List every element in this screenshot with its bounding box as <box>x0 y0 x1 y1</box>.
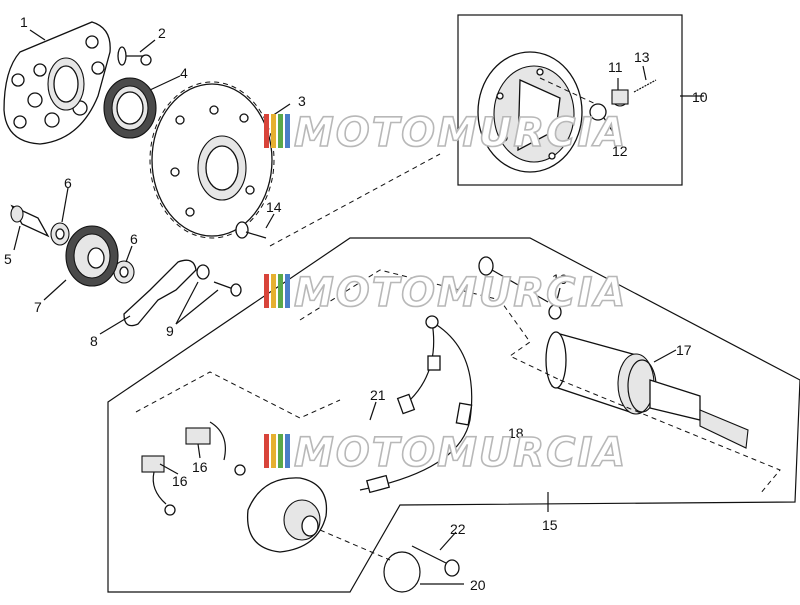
label-21: 21 <box>370 387 386 403</box>
watermark-text-middle: MOTOMURCIA <box>294 270 627 316</box>
label-20: 20 <box>470 577 486 593</box>
part-9-washer <box>196 264 210 280</box>
label-13: 13 <box>634 49 650 65</box>
leader-lines <box>13 29 704 585</box>
part-18-bolt <box>478 256 549 303</box>
label-15: 15 <box>542 517 558 533</box>
watermark-text-bottom: MOTOMURCIA <box>294 430 627 476</box>
part-19-washer <box>548 304 562 320</box>
part-21-cable <box>359 315 473 494</box>
part-16-brush-right <box>185 421 246 476</box>
label-22: 22 <box>450 521 466 537</box>
label-9: 9 <box>166 323 174 339</box>
part-20-o-ring <box>383 551 421 593</box>
part-10-one-way-clutch <box>477 51 583 173</box>
starter-motor-group-frame <box>107 237 800 593</box>
label-18: 18 <box>508 425 524 441</box>
brush-outline <box>135 371 341 419</box>
part-8-bracket <box>123 259 197 327</box>
label-8: 8 <box>90 333 98 349</box>
label-7: 7 <box>34 299 42 315</box>
label-3: 3 <box>298 93 306 109</box>
label-6-upper: 6 <box>64 175 72 191</box>
part-14-bolt <box>235 221 267 239</box>
starter-end-cover <box>246 477 328 553</box>
part-9-bolt <box>213 281 242 297</box>
part-3-starter-ring-gear <box>149 81 275 239</box>
label-6-lower: 6 <box>130 231 138 247</box>
part-17-starter-motor <box>545 331 749 449</box>
watermark-top: MOTOMURCIA <box>264 109 627 157</box>
label-14: 14 <box>266 199 282 215</box>
label-1: 1 <box>20 14 28 30</box>
part-1-plate <box>3 21 111 145</box>
label-2: 2 <box>158 25 166 41</box>
part-4-needle-bearing <box>103 77 157 139</box>
watermark-bottom: MOTOMURCIA <box>264 429 627 477</box>
watermark-text-top: MOTOMURCIA <box>294 110 627 156</box>
label-4: 4 <box>180 65 188 81</box>
label-16-right: 16 <box>192 459 208 475</box>
part-5-shaft <box>10 204 50 238</box>
part-16-brush-left <box>141 455 176 516</box>
assembly-outline <box>299 269 561 381</box>
label-17: 17 <box>676 342 692 358</box>
label-16-left: 16 <box>172 473 188 489</box>
part-2-screw <box>117 46 152 66</box>
label-11: 11 <box>608 59 623 75</box>
label-10: 10 <box>692 89 708 105</box>
part-13-spring <box>633 79 657 93</box>
part-22-long-bolt <box>411 545 460 577</box>
watermark-middle: MOTOMURCIA <box>264 269 627 317</box>
assembly-line <box>269 153 441 247</box>
part-12-roller <box>589 103 607 121</box>
label-19: 19 <box>552 271 568 287</box>
part-7-idle-gear <box>65 225 119 287</box>
clutch-inset-frame <box>457 14 683 186</box>
label-12: 12 <box>612 143 628 159</box>
label-5: 5 <box>4 251 12 267</box>
